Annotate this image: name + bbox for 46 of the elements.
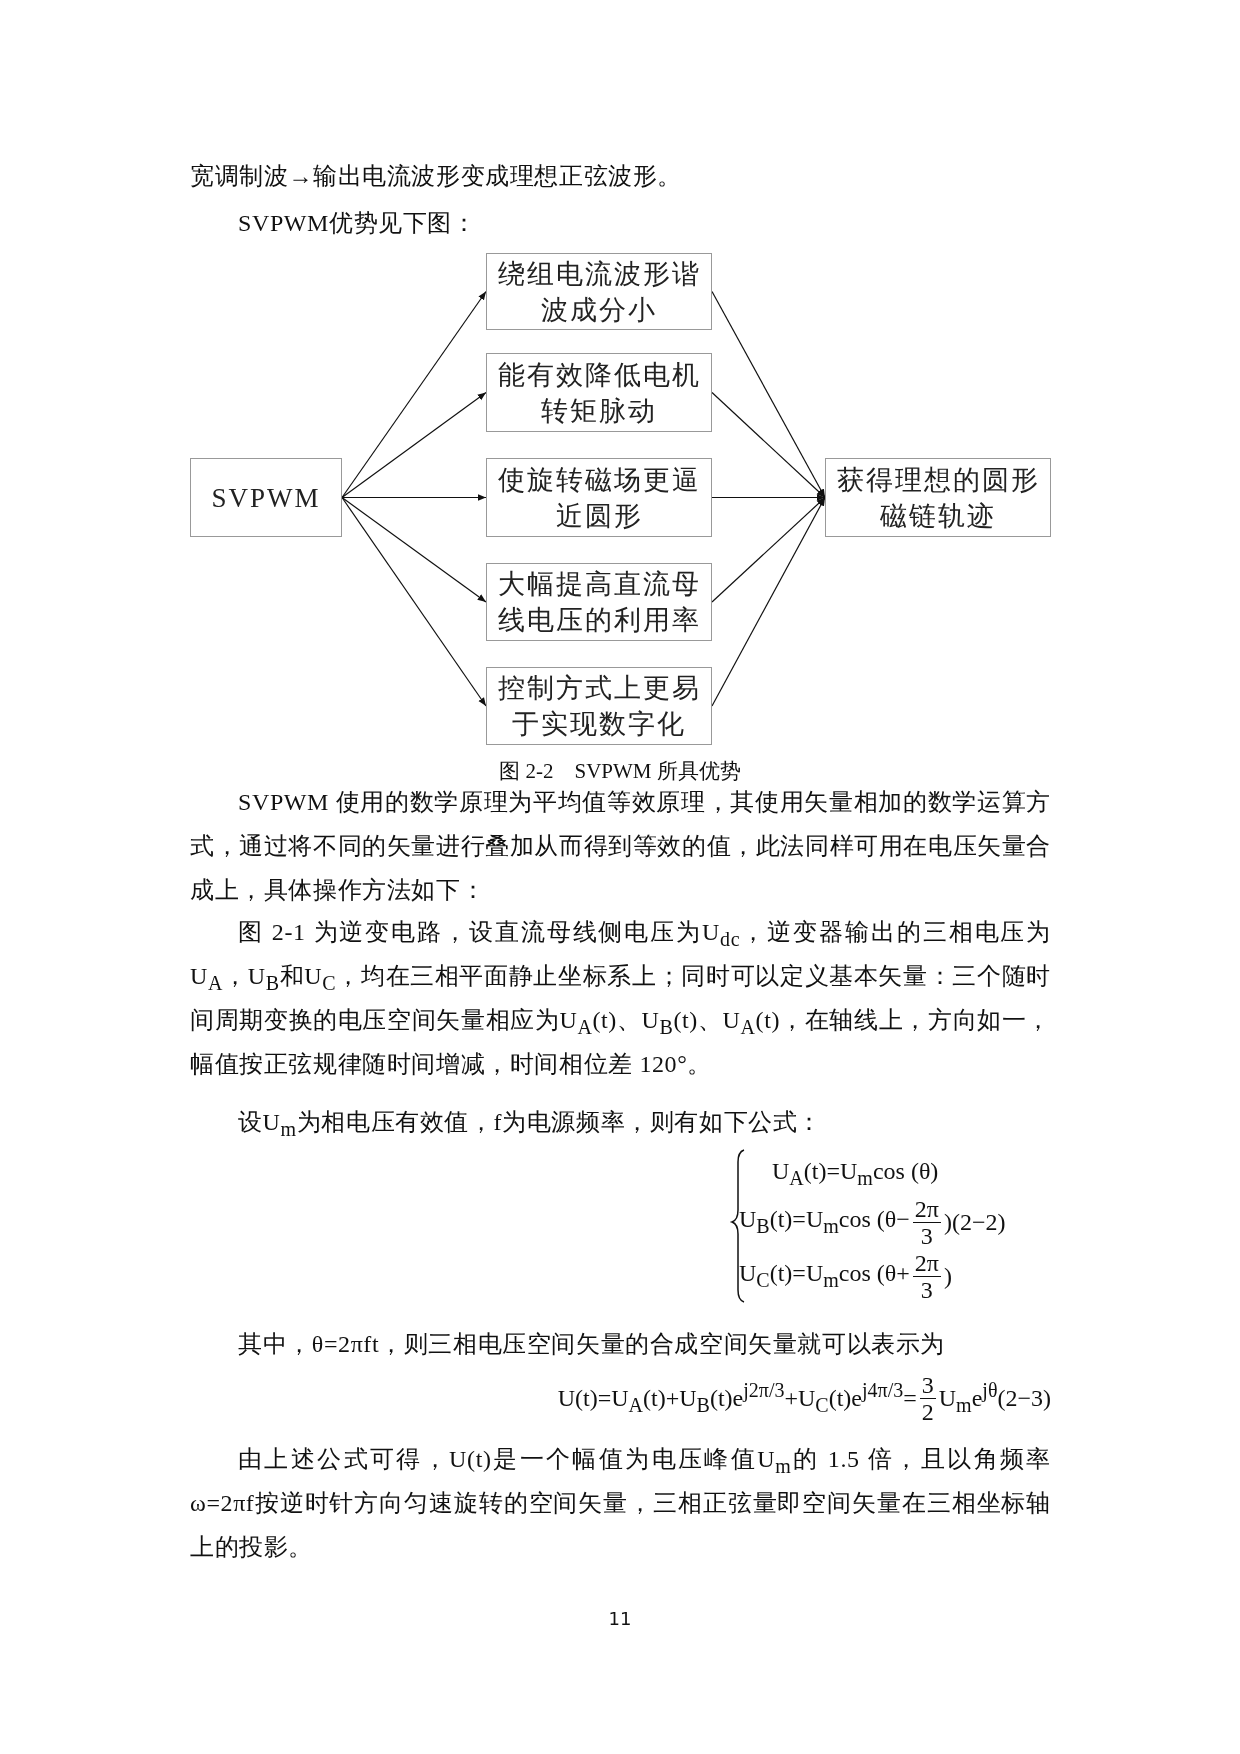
paragraph: 由上述公式可得，U(t)是一个幅值为电压峰值U$_{m}$的 1.5 倍，且以角频率ω=2πf按逆时针方向匀速旋转的空间矢量，三相正弦量即空间矢量在三相坐标轴上的投影。 — [190, 1445, 1051, 1562]
paragraph: 设U$_{m}$为相电压有效值，f为电源频率，则有如下公式： — [237, 1108, 823, 1142]
fraction-denominator: 3 — [919, 1276, 934, 1303]
arrow — [711, 494, 826, 501]
page-number: 11 — [607, 1608, 633, 1629]
fraction-denominator: 2 — [920, 1398, 935, 1425]
box-text: 绕组电流波形谐波成分小 — [497, 257, 701, 327]
arrow — [341, 494, 487, 501]
equation-text: ) — [943, 1262, 952, 1290]
box-text: 使旋转磁场更逼近圆形 — [497, 463, 701, 533]
equation-text: U(t)=U$_{A}$(t)+U$_{B}$(t)e$^{j2π/3}$+U$_{C}$(t)e$^{j4π/3}$= — [557, 1379, 917, 1417]
fraction-numerator: 2π — [912, 1195, 941, 1223]
box-text: 大幅提高直流母线电压的利用率 — [497, 568, 701, 637]
process-box — [486, 253, 712, 330]
equation-text: (2−2) — [951, 1208, 1006, 1236]
paragraph: SVPWM优势见下图： — [237, 209, 477, 238]
process-box — [825, 458, 1051, 537]
arrow — [341, 290, 487, 499]
paragraph: SVPWM 使用的数学原理为平均值等效原理，其使用矢量相加的数学运算方式，通过将不同的矢量进行叠加从而得到等效的值，此法同样可用在电压矢量合成上，具体操作方法如下： — [190, 788, 1051, 905]
process-box — [486, 563, 712, 641]
paragraph: 图 2-1 为逆变电路，设直流母线侧电压为U$_{dc}$，逆变器输出的三相电压为U$_{A}$，U$_{B}$和U$_{C}$，均在三相平面静止坐标系上；同时可以定义基本矢量：三个随时间周期变换的电压空间矢量相应为U$_{A}$(t)、U$_{B}$(t)、U$_{A}$(t)，在轴线上，方向如一，幅值按正弦规律随时间增减，时间相位差 120°。 — [190, 918, 1051, 1079]
box-text: SVPWM — [210, 481, 322, 515]
paragraph: 其中，θ=2πft，则三相电压空间矢量的合成空间矢量就可以表示为 — [237, 1330, 946, 1359]
equation-text: U$_{B}$(t)=U$_{m}$cos (θ− — [739, 1206, 910, 1238]
paragraph: 宽调制波→输出电流波形变成理想正弦波形。 — [190, 162, 682, 191]
process-box — [486, 458, 712, 537]
arrow — [711, 496, 826, 603]
fraction-denominator: 3 — [919, 1222, 934, 1249]
process-box — [190, 458, 342, 537]
figure-caption: 图 2-2 SVPWM 所具优势 — [498, 758, 742, 785]
box-text: 控制方式上更易于实现数字化 — [497, 672, 701, 741]
arrow — [341, 496, 487, 707]
box-text: 获得理想的圆形磁链轨迹 — [836, 463, 1040, 533]
box-text: 能有效降低电机转矩脉动 — [497, 358, 701, 428]
equation-text: U$_{C}$(t)=U$_{m}$cos (θ+ — [739, 1260, 910, 1292]
equation-text: U$_{m}$e$^{jθ}$ — [938, 1379, 998, 1417]
equation-text: ) — [943, 1208, 952, 1236]
process-box — [486, 667, 712, 745]
fraction-numerator: 2π — [912, 1249, 941, 1277]
process-box — [486, 353, 712, 432]
equation-text: (2−3) — [997, 1384, 1051, 1412]
arrow — [711, 391, 826, 499]
arrow — [341, 496, 487, 603]
equation-text: U$_{A}$(t)=U$_{m}$cos (θ) — [772, 1158, 939, 1190]
arrow — [341, 391, 487, 499]
fraction-numerator: 3 — [919, 1371, 936, 1399]
